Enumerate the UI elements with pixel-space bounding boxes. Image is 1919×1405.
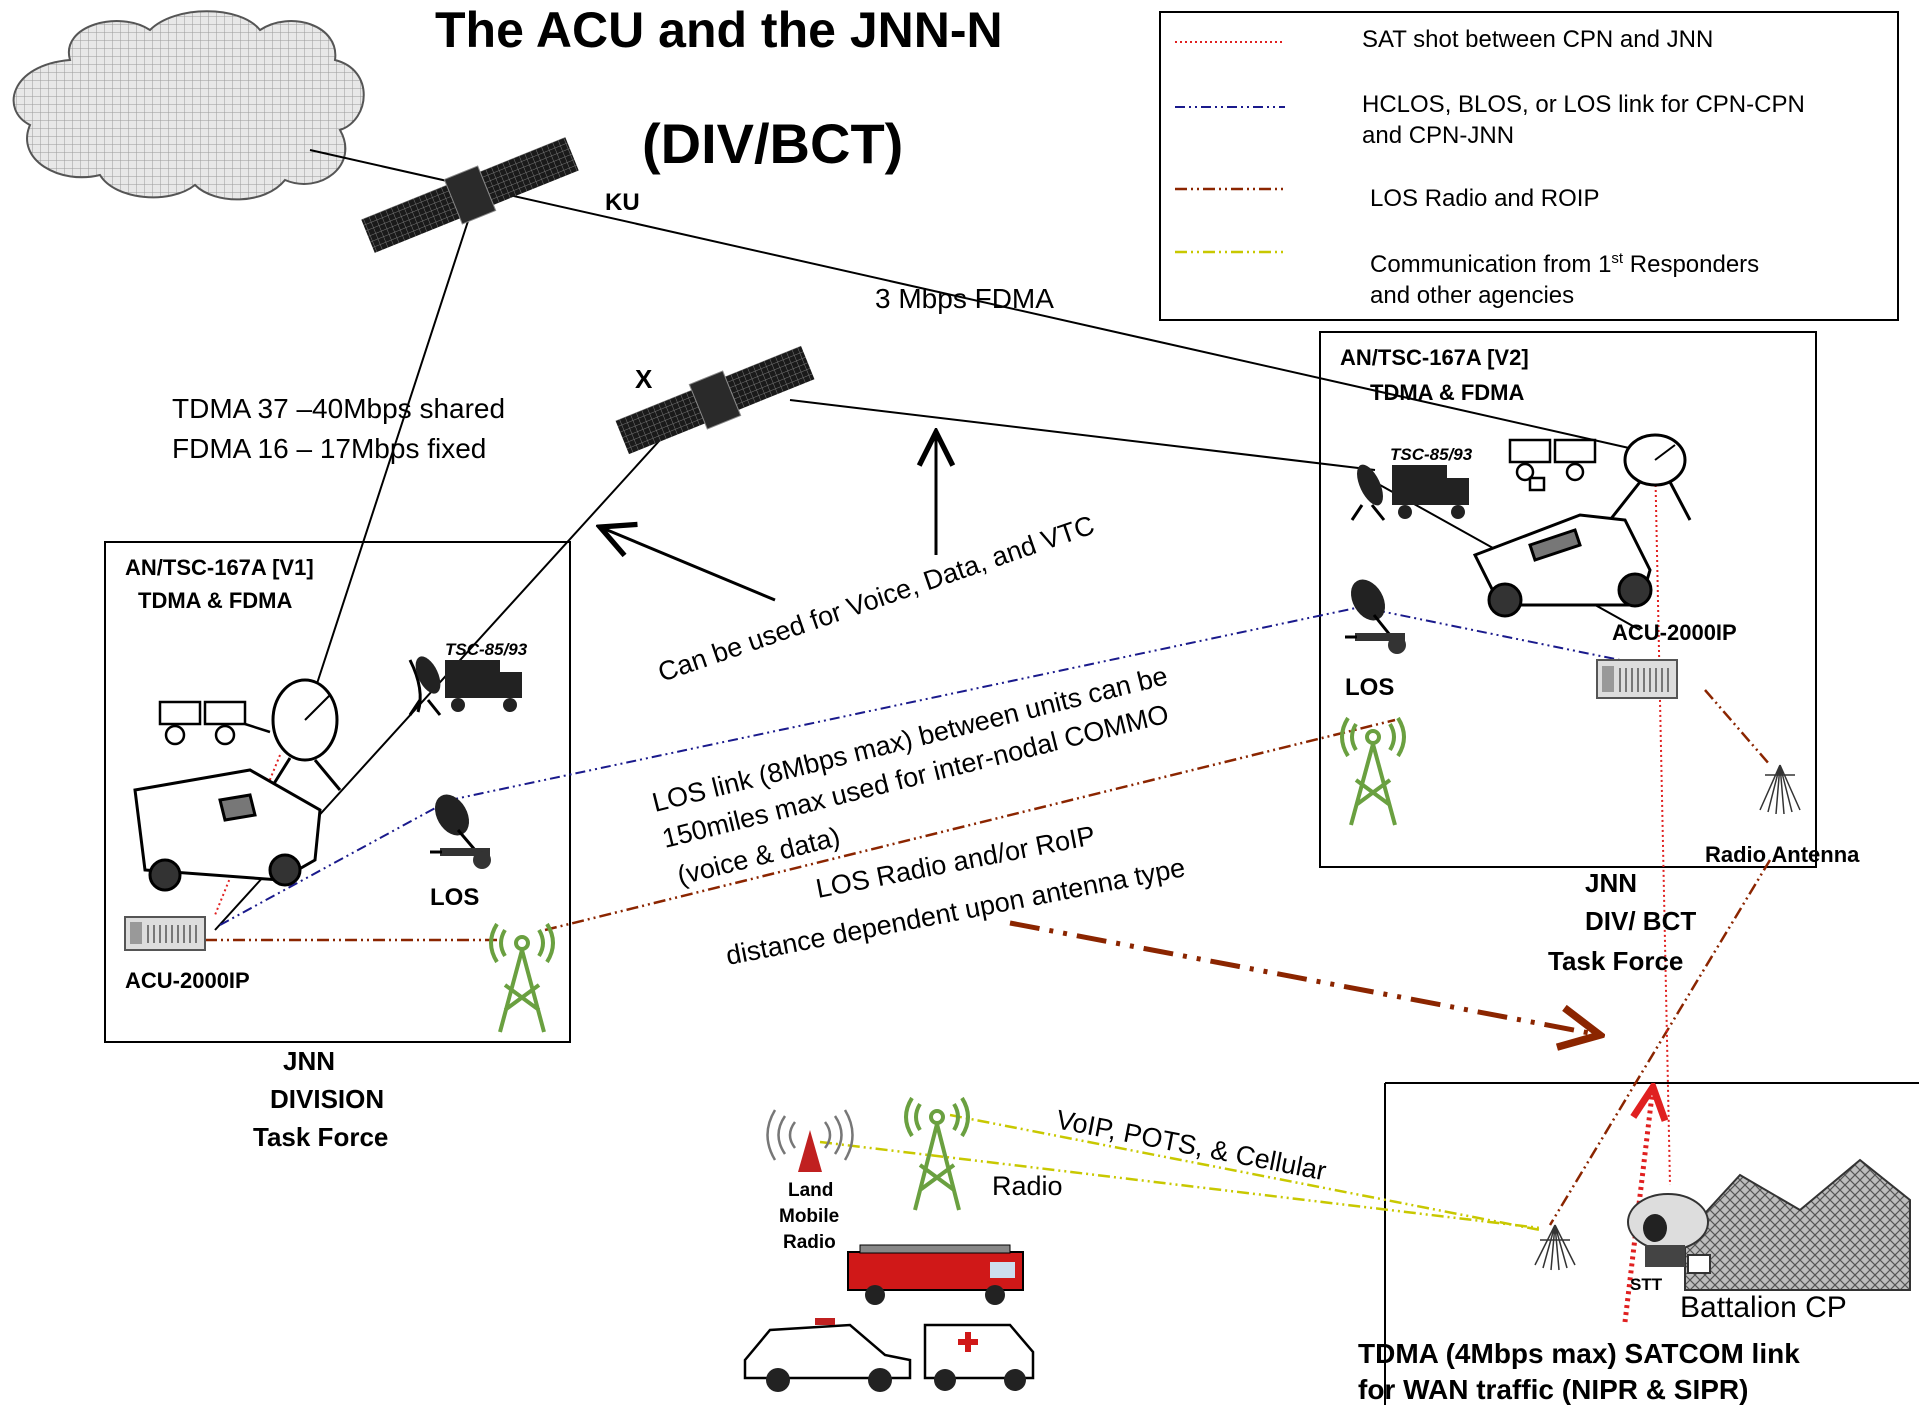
legend-sat-text: SAT shot between CPN and JNN xyxy=(1362,26,1713,53)
battalion-radio-antenna-icon xyxy=(1534,1224,1576,1271)
title-line-1: The ACU and the JNN-N xyxy=(435,2,1003,58)
left-acu-label: ACU-2000IP xyxy=(125,968,250,993)
legend-radio-text: LOS Radio and ROIP xyxy=(1370,185,1599,212)
voip-label: VoIP, POTS, & Cellular xyxy=(1054,1104,1329,1186)
tdma-label-2: FDMA 16 – 17Mbps fixed xyxy=(172,433,486,464)
responder-links-yellow xyxy=(819,1113,1541,1232)
left-equip-label-1: AN/TSC-167A [V1] xyxy=(125,555,314,580)
left-tsc-label: TSC-85/93 xyxy=(445,640,528,659)
stt-satellite-dish-icon xyxy=(1627,1193,1711,1274)
left-caption-2: DIVISION xyxy=(270,1084,384,1114)
radio-link-label: Radio xyxy=(992,1171,1063,1201)
lmr-label-3: Radio xyxy=(783,1232,836,1253)
ku-satellite-icon xyxy=(361,137,579,253)
right-radio-antenna-icon xyxy=(1759,764,1801,815)
left-node-box xyxy=(104,541,571,1043)
left-trailers-icon xyxy=(158,700,271,746)
left-satellite-dish-icon xyxy=(268,678,342,791)
right-caption-3: Task Force xyxy=(1548,946,1683,976)
left-radio-tower-icon xyxy=(489,922,555,1033)
right-tsc-label: TSC-85/93 xyxy=(1390,445,1473,464)
battalion-cp-label: Battalion CP xyxy=(1680,1291,1847,1324)
title-line-2: (DIV/BCT) xyxy=(642,112,903,175)
lmr-label-2: Mobile xyxy=(779,1206,839,1227)
left-caption-1: JNN xyxy=(283,1046,335,1076)
legend-hclos-text-2: and CPN-JNN xyxy=(1362,122,1514,149)
left-equip-label-2: TDMA & FDMA xyxy=(138,588,292,613)
left-acu-2000ip-device-icon xyxy=(124,916,206,951)
lmr-label-1: Land xyxy=(788,1180,833,1201)
left-tsc-truck-icon xyxy=(408,656,522,716)
responder-radio-tower-icon xyxy=(904,1096,970,1211)
x-band-label: X xyxy=(635,364,653,394)
tdma-label-1: TDMA 37 –40Mbps shared xyxy=(172,393,505,424)
right-equip-label-2: TDMA & FDMA xyxy=(1370,380,1524,405)
land-mobile-radio-tower-icon xyxy=(766,1109,854,1172)
radio-antenna-label: Radio Antenna xyxy=(1705,842,1860,867)
right-hmmwv-truck-icon xyxy=(1472,513,1653,618)
right-node-box xyxy=(1319,331,1817,868)
right-acu-label: ACU-2000IP xyxy=(1612,620,1737,645)
legend-hclos-text-1: HCLOS, BLOS, or LOS link for CPN-CPN xyxy=(1362,91,1805,118)
right-los-label: LOS xyxy=(1345,674,1394,701)
left-caption-3: Task Force xyxy=(253,1122,388,1152)
right-acu-2000ip-device-icon xyxy=(1596,659,1678,699)
legend-responders-text-1: Communication from 1st Responders xyxy=(1370,250,1759,278)
radio-links-brown xyxy=(205,689,1772,1226)
right-trailers-icon xyxy=(1508,438,1597,492)
ambulance-icon xyxy=(923,1323,1035,1391)
tdma-satcom-label-1: TDMA (4Mbps max) SATCOM link xyxy=(1358,1338,1800,1369)
stt-label: STT xyxy=(1630,1275,1663,1294)
tdma-satcom-label-2: for WAN traffic (NIPR & SIPR) xyxy=(1358,1374,1748,1405)
right-caption-2: DIV/ BCT xyxy=(1585,906,1696,936)
voice-data-arrow-left xyxy=(600,527,776,602)
right-los-trailer-dish-icon xyxy=(1345,579,1406,654)
voice-data-vtc-label: Can be used for Voice, Data, and VTC xyxy=(654,510,1098,688)
cloud-icon xyxy=(12,10,365,201)
fdma-3mbps-label: 3 Mbps FDMA xyxy=(875,283,1054,314)
right-radio-tower-icon xyxy=(1340,716,1406,826)
radio-arrow-brown xyxy=(1009,920,1600,1035)
ku-band-label: KU xyxy=(605,189,640,216)
left-hmmwv-truck-icon xyxy=(133,768,322,892)
fire-truck-icon xyxy=(847,1244,1024,1305)
left-los-label: LOS xyxy=(430,884,479,911)
x-satellite-icon xyxy=(615,345,815,455)
legend: SAT shot between CPN and JNN HCLOS, BLOS… xyxy=(1159,11,1899,321)
right-caption-1: JNN xyxy=(1585,868,1637,898)
right-satellite-dish-icon xyxy=(1608,433,1692,521)
legend-responders-text-2: and other agencies xyxy=(1370,282,1574,309)
police-car-icon xyxy=(743,1318,912,1392)
right-tsc-truck-icon xyxy=(1350,464,1469,521)
left-los-trailer-dish-icon xyxy=(430,794,491,869)
battalion-cp-tents-icon xyxy=(1684,1158,1911,1291)
right-equip-label-1: AN/TSC-167A [V2] xyxy=(1340,345,1529,370)
